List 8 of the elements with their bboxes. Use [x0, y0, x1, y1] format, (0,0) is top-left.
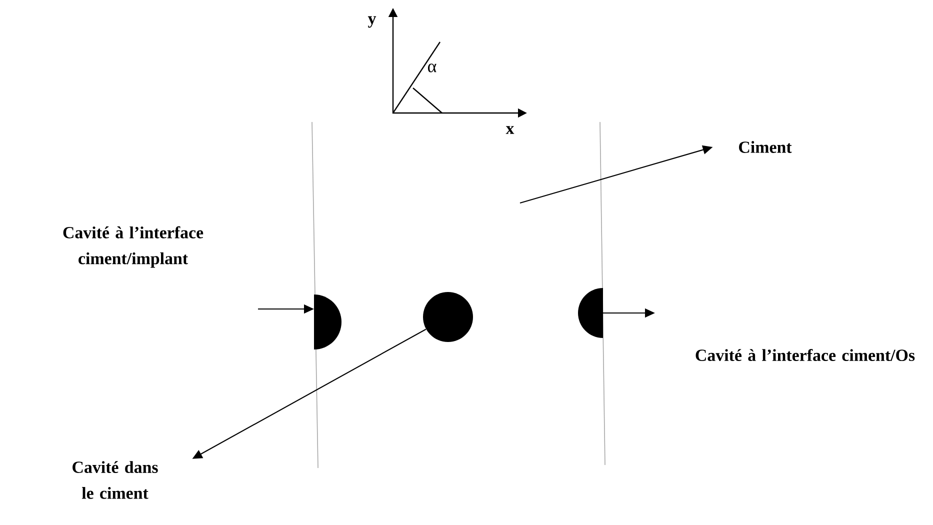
axis-label: y: [368, 16, 376, 28]
callout-text: Cavité à l’interface ciment/Os: [696, 348, 915, 362]
angle-label: α: [428, 64, 436, 72]
callout-text: Cavité à l’interface ciment/implant: [63, 226, 204, 268]
axis-label: x: [506, 126, 514, 134]
callout-text: Cavité dans le ciment: [72, 461, 158, 499]
callout-text: Ciment: [739, 141, 792, 153]
disc: [423, 292, 473, 342]
